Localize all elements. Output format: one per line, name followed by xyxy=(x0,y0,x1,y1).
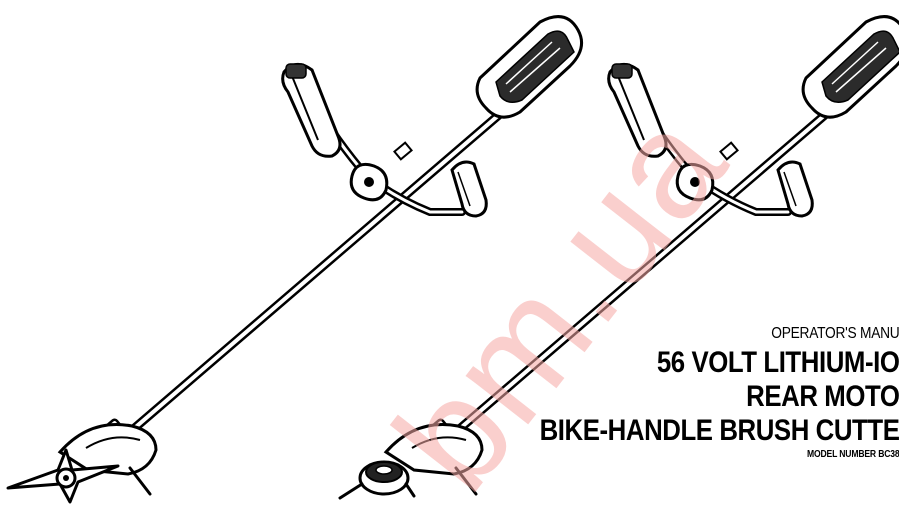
title-block: OPERATOR'S MANU 56 VOLT LITHIUM-IO REAR … xyxy=(481,326,899,460)
manual-type-label: OPERATOR'S MANU xyxy=(539,326,899,342)
model-number: MODEL NUMBER BC38 xyxy=(539,450,899,460)
trimmer-head-icon xyxy=(340,462,414,498)
title-line-2: REAR MOTO xyxy=(539,382,899,412)
title-line-1: 56 VOLT LITHIUM-IO xyxy=(539,348,899,378)
title-line-3: BIKE-HANDLE BRUSH CUTTE xyxy=(539,416,899,446)
